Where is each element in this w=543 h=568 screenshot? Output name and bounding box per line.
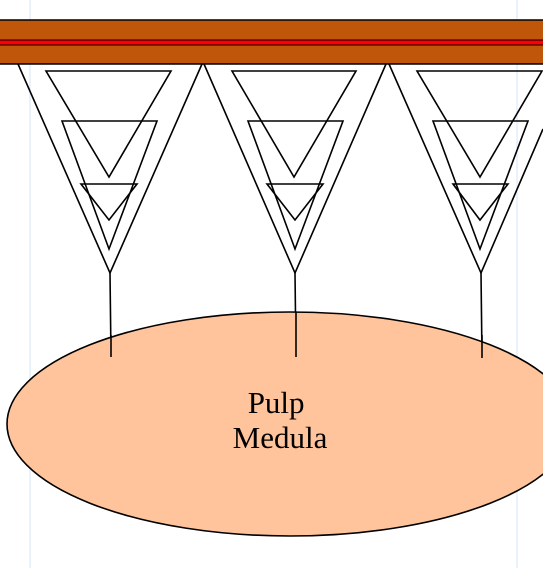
tubule-inner-triangle-small [265, 183, 325, 222]
dentin-tubule-3 [388, 63, 543, 358]
tubule-inner-triangle-medium [431, 120, 530, 252]
pulp-label-line-2: Medula [233, 420, 328, 455]
tubule-inner-triangle-large [44, 70, 173, 179]
enamel-bar [0, 19, 543, 65]
tubule-inner-triangle-medium [246, 120, 345, 252]
tubule-inner-triangle-large [230, 70, 358, 179]
tubule-inner-triangle-small [451, 183, 510, 222]
pulp-label-line-1: Pulp [248, 385, 305, 420]
tubule-inner-triangle-large [415, 70, 543, 179]
tubule-outer-funnel [203, 63, 387, 276]
tubule-outer-funnel [388, 63, 543, 276]
tubule-inner-triangle-small [79, 183, 139, 222]
pulp-medula-ellipse [6, 311, 543, 537]
pulp-label: Pulp Medula [233, 385, 328, 455]
enamel-bar-red-stripe [0, 39, 543, 46]
tubule-inner-triangle-medium [60, 120, 159, 252]
tubule-outer-funnel [17, 63, 203, 275]
dentin-tubule-1 [17, 63, 203, 358]
